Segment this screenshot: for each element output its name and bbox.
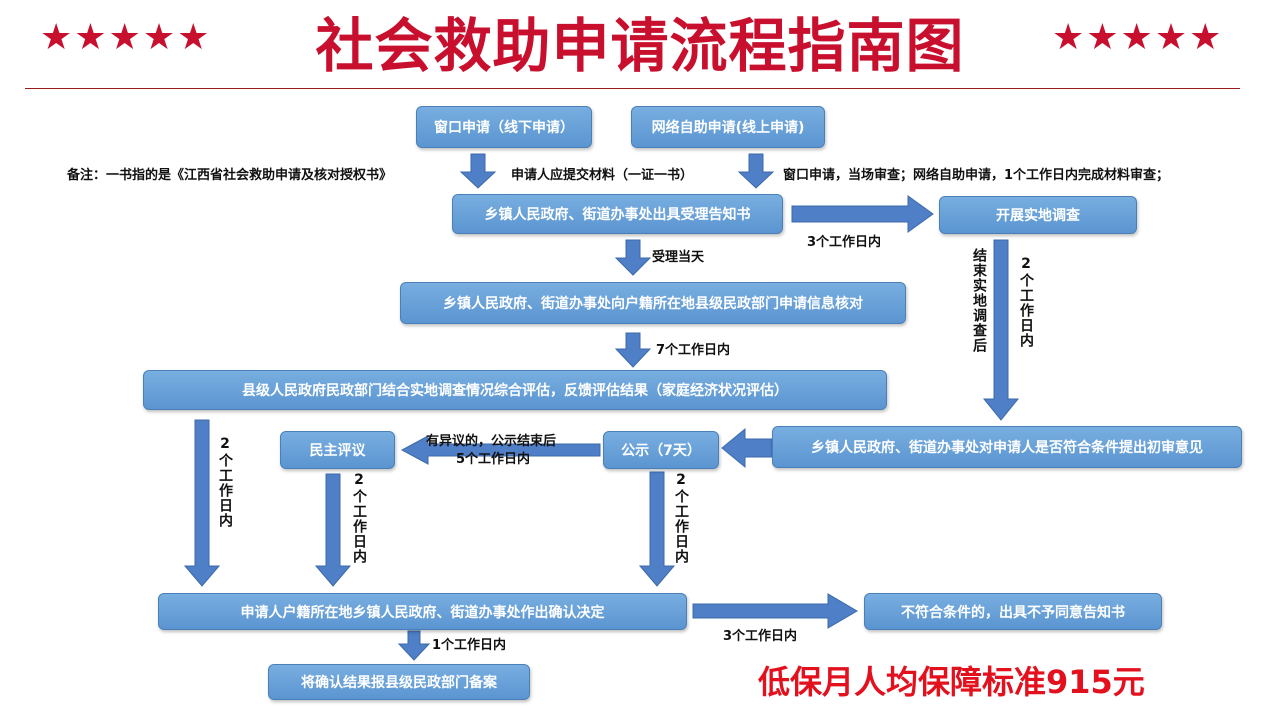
initial-opinion-box: 乡镇人民政府、街道办事处对申请人是否符合条件提出初审意见: [772, 426, 1242, 468]
label-three-days-b: 3个工作日内: [723, 629, 798, 644]
online-apply-box: 网络自助申请(线上申请): [631, 106, 825, 148]
label-two-days-left: 2个工作日内: [217, 436, 233, 528]
arrow-eval-to-confirm: [183, 419, 221, 587]
page-title: 社会救助申请流程指南图: [315, 12, 965, 80]
publicity-box: 公示（7天）: [603, 431, 719, 469]
label-objection: 有异议的，公示结束后: [426, 434, 557, 449]
remark-note: 备注：一书指的是《江西省社会救助申请及核对授权书》: [67, 168, 393, 183]
label-after-survey: 结束实地调查后: [971, 248, 987, 353]
arrow-publicity-to-review: [400, 435, 601, 465]
info-check-box: 乡镇人民政府、街道办事处向户籍所在地县级民政部门申请信息核对: [400, 282, 906, 324]
acceptance-notice-box: 乡镇人民政府、街道办事处出具受理告知书: [452, 194, 783, 234]
materials-note: 申请人应提交材料（一证一书）: [511, 168, 694, 183]
stars-right-icon: ★★★★★: [1052, 17, 1224, 58]
arrow-acceptance-to-infocheck: [614, 239, 652, 276]
label-seven-days: 7个工作日内: [656, 343, 731, 358]
arrow-confirm-to-noteligible: [692, 593, 858, 629]
arrow-acceptance-to-survey: [791, 195, 934, 233]
review-note: 窗口申请，当场审查；网络自助申请，1个工作日内完成材料审查；: [783, 168, 1170, 183]
stars-left-icon: ★★★★★: [40, 17, 212, 58]
arrow-review-to-confirm: [314, 473, 352, 587]
title-divider: [25, 88, 1240, 89]
arrow-online-to-acceptance: [737, 153, 775, 189]
arrow-opinion-to-publicity: [721, 427, 773, 469]
label-three-days-a: 3个工作日内: [807, 235, 882, 250]
confirm-decision-box: 申请人户籍所在地乡镇人民政府、街道办事处作出确认决定: [158, 593, 687, 630]
arrow-publicity-to-confirm: [638, 471, 676, 587]
label-same-day: 受理当天: [652, 250, 705, 265]
label-one-day: 1个工作日内: [432, 638, 507, 653]
window-apply-box: 窗口申请（线下申请）: [416, 106, 592, 148]
arrow-infocheck-to-eval: [614, 332, 652, 368]
arrow-confirm-to-filing: [397, 630, 431, 661]
not-eligible-box: 不符合条件的，出具不予同意告知书: [864, 593, 1162, 630]
arrow-window-to-acceptance: [459, 153, 497, 189]
label-five-days: 5个工作日内: [456, 452, 531, 467]
subsistence-standard-text: 低保月人均保障标准915元: [758, 663, 1145, 701]
label-two-days-survey: 2个工作日内: [1018, 256, 1034, 348]
label-two-days-mid: 2个工作日内: [351, 472, 367, 564]
arrow-survey-to-opinion: [982, 239, 1020, 421]
label-two-days-right: 2个工作日内: [673, 472, 689, 564]
field-survey-box: 开展实地调查: [939, 196, 1137, 234]
county-evaluation-box: 县级人民政府民政部门结合实地调查情况综合评估，反馈评估结果（家庭经济状况评估）: [143, 370, 887, 410]
democratic-review-box: 民主评议: [280, 431, 395, 469]
filing-box: 将确认结果报县级民政部门备案: [268, 664, 530, 700]
